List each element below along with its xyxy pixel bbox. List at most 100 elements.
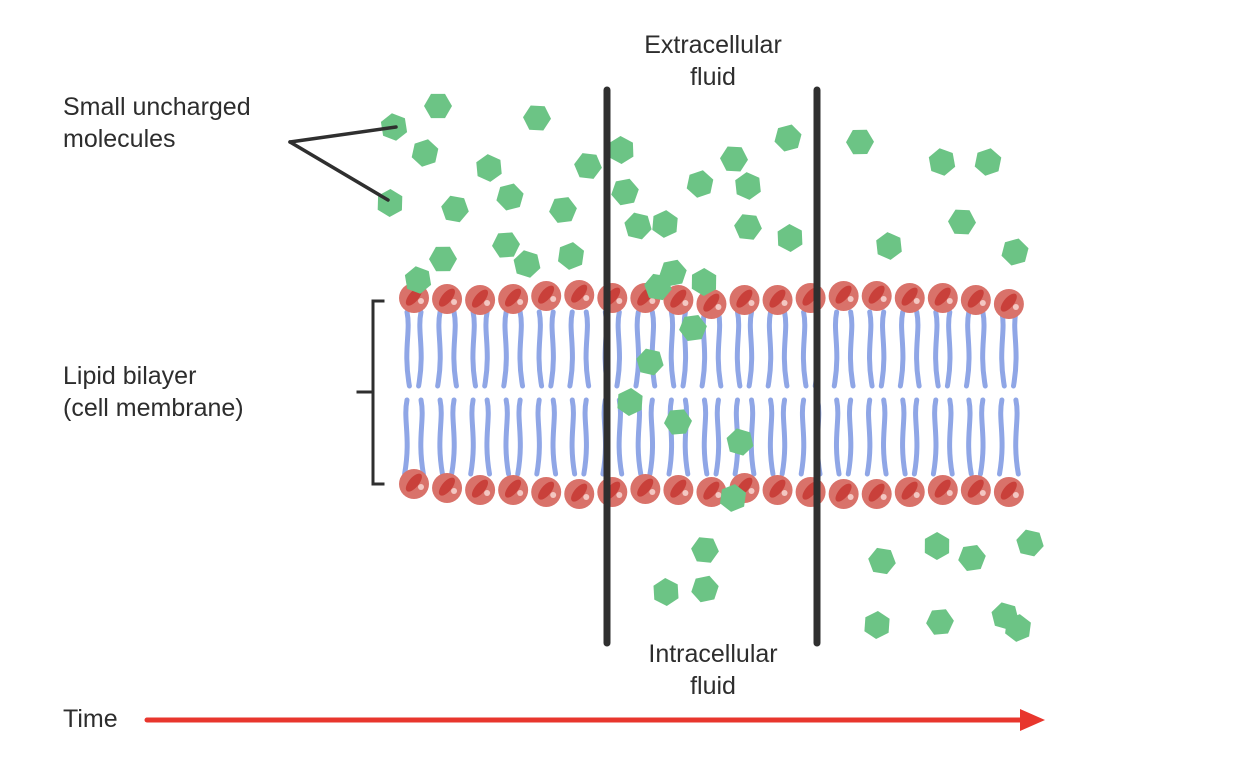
- molecules-label-line1: Small uncharged: [63, 93, 251, 121]
- phospholipid-icon: [564, 479, 595, 509]
- bilayer-label-line1: Lipid bilayer: [63, 362, 197, 390]
- phospholipid-icon: [597, 283, 628, 313]
- hexagon-icon: [876, 232, 902, 260]
- phospholipid-icon: [762, 475, 793, 505]
- hexagon-icon: [948, 209, 976, 235]
- phospholipid-icon: [531, 281, 562, 311]
- phospholipid-icon: [564, 280, 595, 310]
- lipid-tail: [583, 309, 592, 389]
- intracellular-label: Intracellular fluid: [613, 638, 813, 702]
- phospholipid-icon: [498, 475, 529, 505]
- phospholipid-icon: [465, 285, 496, 315]
- phospholipid-icon: [861, 479, 892, 509]
- lipid-tail: [999, 309, 1007, 389]
- lipid-tail: [501, 309, 509, 389]
- phospholipid-icon: [729, 285, 760, 315]
- intracellular-label-line2: fluid: [690, 672, 736, 700]
- phospholipid-icon: [399, 469, 429, 499]
- lipid-tail: [781, 309, 790, 389]
- lipid-tail: [470, 309, 478, 389]
- lipid-tail: [682, 397, 691, 477]
- hexagon-icon: [653, 578, 679, 606]
- lipid-tail: [748, 397, 757, 477]
- lipid-tail: [977, 397, 986, 477]
- lipid-tail: [847, 309, 856, 389]
- time-label: Time: [63, 705, 118, 733]
- lipid-tail: [800, 309, 809, 389]
- phospholipid-icon: [828, 281, 859, 311]
- phospholipid-icon: [828, 479, 859, 509]
- molecules-layer: [377, 93, 1044, 642]
- bilayer-label-line2: (cell membrane): [63, 394, 244, 422]
- lipid-tail: [914, 309, 922, 389]
- phospholipid-icon: [960, 285, 991, 315]
- hexagon-icon: [377, 189, 403, 217]
- lipid-tail: [966, 397, 974, 477]
- phospholipid-icon: [663, 475, 694, 505]
- lipid-tail: [503, 397, 512, 477]
- lipid-tail: [1011, 309, 1019, 389]
- hexagon-icon: [720, 146, 748, 172]
- phospholipid-icon: [927, 475, 958, 505]
- lipid-tail: [468, 397, 476, 477]
- lipid-tail: [404, 309, 412, 389]
- hexagon-icon: [777, 224, 803, 252]
- hexagon-icon: [492, 232, 520, 258]
- hexagon-icon: [774, 124, 802, 152]
- lipid-tail: [845, 397, 854, 477]
- lipid-tail: [1013, 397, 1021, 477]
- lipid-tail: [435, 309, 443, 389]
- lipid-tail: [569, 397, 578, 477]
- hexagon-icon: [404, 266, 432, 294]
- hexagon-icon: [735, 172, 761, 200]
- lipid-tail: [616, 397, 625, 477]
- lipid-tail: [831, 309, 840, 389]
- lipid-tail: [548, 309, 556, 389]
- arrow-right-icon: [144, 709, 1045, 731]
- lipid-tail: [713, 397, 722, 477]
- extracellular-label-line2: fluid: [690, 63, 736, 91]
- hexagon-icon: [1001, 238, 1029, 266]
- lipid-tails-layer: [402, 309, 1021, 477]
- lipid-tail: [767, 397, 776, 477]
- lipid-tail: [437, 397, 445, 477]
- lipid-tail: [864, 397, 873, 477]
- lipid-tail: [550, 397, 559, 477]
- lipid-tail: [517, 309, 526, 389]
- lipid-tail: [833, 397, 842, 477]
- phospholipid-icon: [960, 475, 991, 505]
- hexagon-icon: [496, 183, 524, 211]
- lipid-tail: [878, 309, 887, 389]
- extracellular-label: Extracellular fluid: [613, 29, 813, 93]
- hexagon-icon: [513, 250, 541, 278]
- lipid-tail: [779, 397, 788, 477]
- hexagon-icon: [734, 214, 762, 240]
- molecules-label-line2: molecules: [63, 125, 176, 153]
- hexagon-icon: [1005, 614, 1031, 642]
- phospholipid-icon: [993, 477, 1024, 507]
- hexagon-icon: [846, 129, 874, 155]
- phospholipid-icon: [795, 283, 826, 313]
- lipid-tail: [484, 397, 492, 477]
- extracellular-label-line1: Extracellular: [644, 31, 782, 59]
- lipid-tail: [746, 309, 755, 389]
- bracket-icon: [356, 299, 385, 486]
- lipid-tail: [765, 309, 774, 389]
- lipid-tail: [734, 309, 743, 389]
- lipid-tail: [567, 309, 575, 389]
- lipid-tail: [963, 309, 972, 389]
- hexagon-icon: [864, 611, 890, 639]
- phospholipid-icon: [993, 289, 1024, 319]
- phospholipid-icon: [630, 474, 661, 504]
- hexagon-icon: [617, 388, 643, 416]
- lipid-tail: [944, 309, 953, 389]
- phospholipid-icon: [597, 477, 628, 507]
- lipid-tail: [482, 309, 490, 389]
- lipid-tail: [451, 309, 459, 389]
- phospholipid-icon: [762, 285, 793, 315]
- hexagon-icon: [928, 148, 956, 176]
- hexagon-icon: [1016, 529, 1044, 557]
- hexagon-icon: [523, 105, 551, 131]
- hexagon-icon: [691, 268, 717, 296]
